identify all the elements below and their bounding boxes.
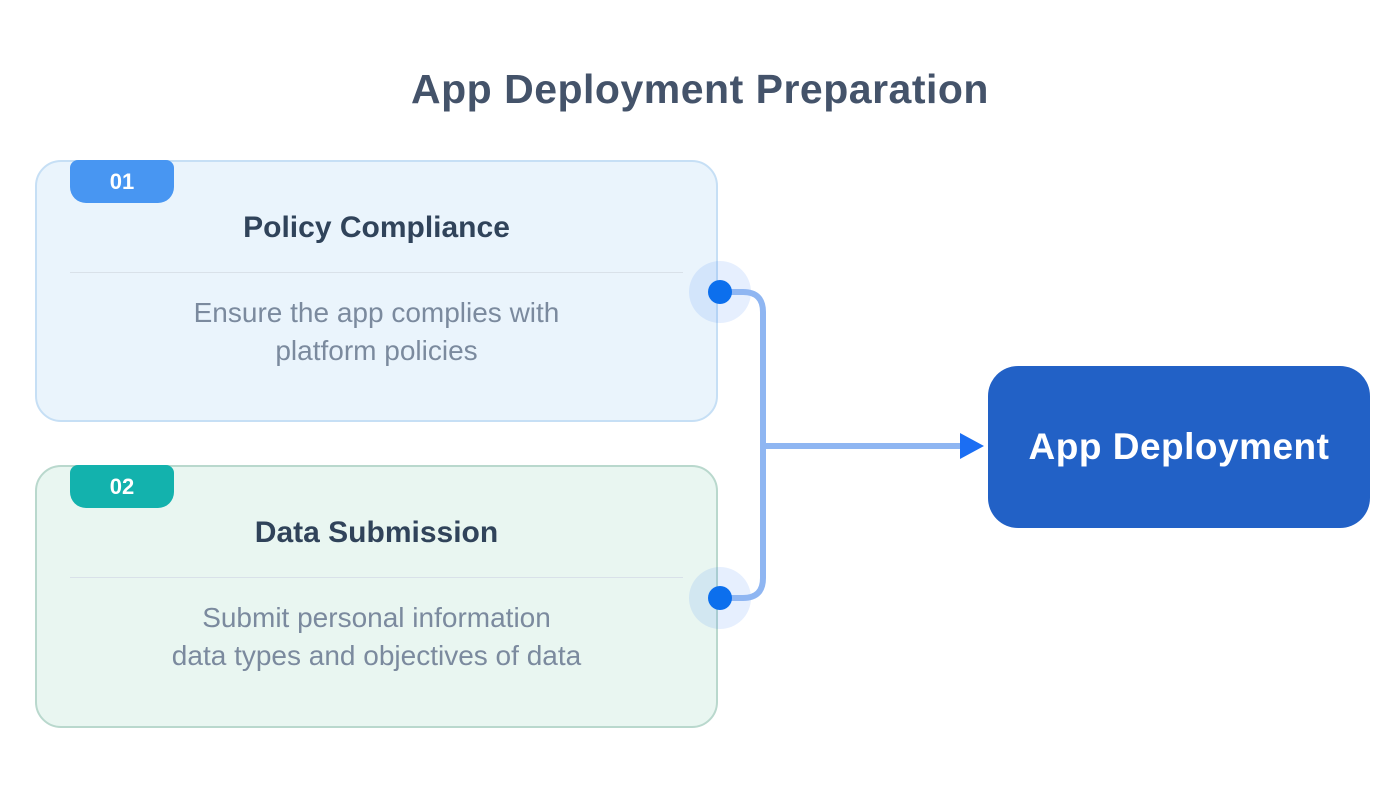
step-number-badge-2: 02 [70,465,174,508]
step-card-policy-compliance: 01 Policy Compliance Ensure the app comp… [35,160,718,422]
app-deployment-node: App Deployment [988,366,1370,528]
step-description-2: Submit personal information data types a… [171,602,582,671]
step-title-1: Policy Compliance [243,211,510,244]
step-title-2: Data Submission [254,516,499,549]
divider-2 [70,577,683,578]
step-number-badge-1: 01 [70,160,174,203]
connector-bracket-line [718,289,766,601]
arrowhead-icon [960,433,984,459]
step-description-1: Ensure the app complies with platform po… [193,297,560,366]
app-deployment-label: App Deployment [1028,426,1330,467]
page-title: App Deployment Preparation [411,66,989,112]
step-card-data-submission: 02 Data Submission Submit personal infor… [35,465,718,728]
divider-1 [70,272,683,273]
